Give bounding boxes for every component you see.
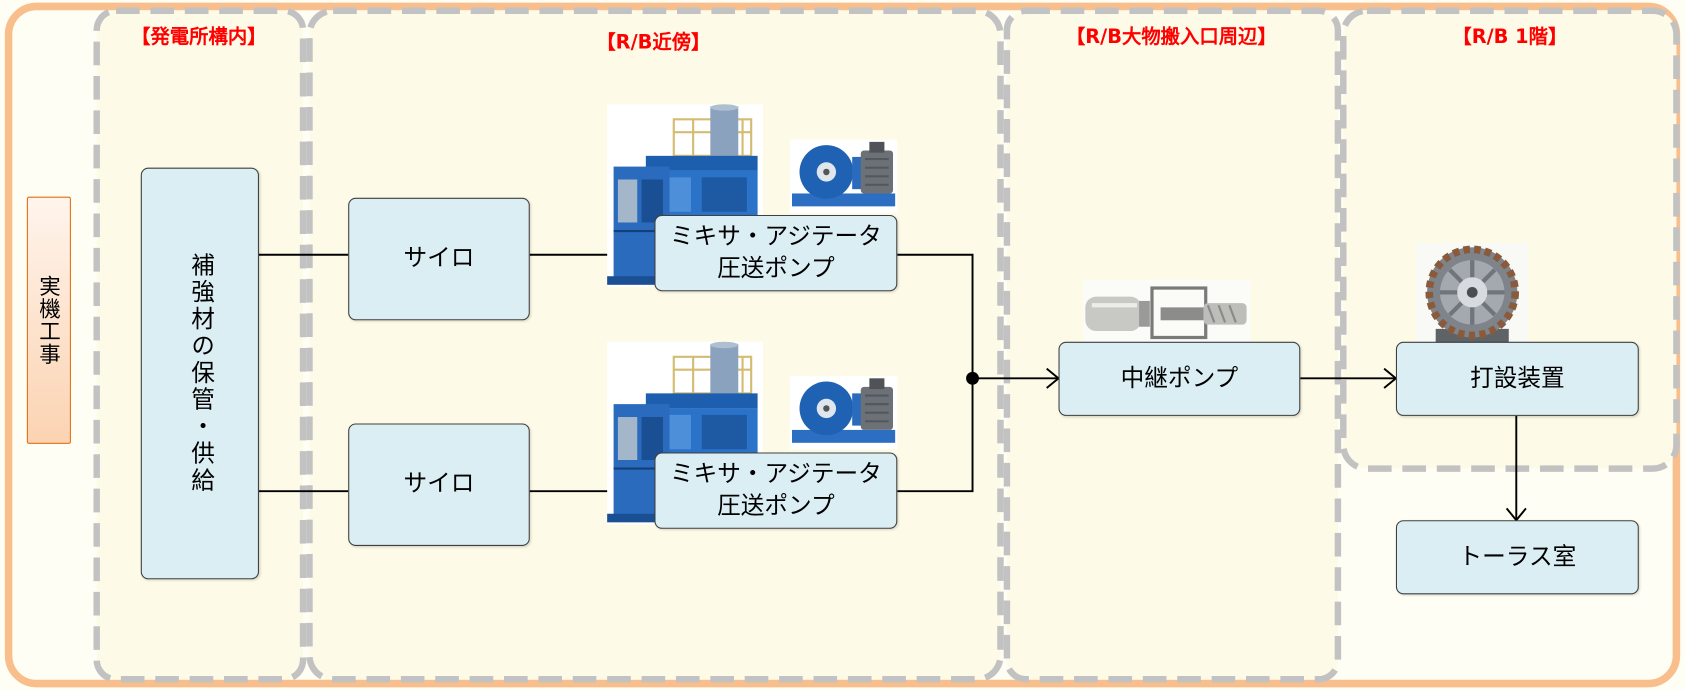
- node-torus-room: トーラス室: [1395, 520, 1639, 595]
- node-mixer-lower-line2: 圧送ポンプ: [717, 492, 835, 520]
- node-torus-room-label: トーラス室: [1458, 543, 1577, 571]
- node-supply: 補強材の保管・供給: [140, 167, 259, 580]
- node-mixer-upper: ミキサ・アジテータ 圧送ポンプ: [654, 214, 898, 292]
- zone-title-site: 【発電所構内】: [131, 25, 267, 49]
- casting-machine-photo: [1416, 242, 1529, 355]
- node-supply-label: 補強材の保管・供給: [186, 252, 214, 495]
- node-mixer-upper-line1: ミキサ・アジテータ: [669, 223, 882, 250]
- side-label-box: 実機工事: [26, 196, 71, 444]
- side-label-text: 実機工事: [35, 275, 62, 366]
- node-relay-pump: 中継ポンプ: [1058, 341, 1301, 416]
- zone-title-rb-first-floor: 【R/B 1階】: [1452, 25, 1568, 49]
- pressure-pump-photo: [789, 139, 898, 213]
- junction-dot: [966, 371, 979, 385]
- zone-title-rb-vicinity: 【R/B近傍】: [596, 31, 711, 54]
- node-mixer-lower: ミキサ・アジテータ 圧送ポンプ: [654, 452, 898, 529]
- node-silo-lower: サイロ: [348, 423, 530, 546]
- node-casting-unit-label: 打設装置: [1470, 364, 1565, 392]
- zone-title-rb-entrance: 【R/B大物搬入口周辺】: [1065, 25, 1277, 49]
- node-silo-upper-label: サイロ: [403, 245, 475, 272]
- node-silo-lower-label: サイロ: [403, 470, 475, 498]
- node-relay-pump-label: 中継ポンプ: [1120, 364, 1239, 392]
- node-silo-upper: サイロ: [348, 197, 530, 321]
- node-mixer-lower-line1: ミキサ・アジテータ: [669, 460, 882, 488]
- arrowhead-relay-pump: [1046, 367, 1061, 389]
- relay-pump-photo: [1083, 279, 1251, 347]
- pressure-pump-photo: [789, 376, 898, 450]
- node-casting-unit: 打設装置: [1395, 341, 1639, 416]
- arrowhead-casting-unit: [1383, 367, 1398, 389]
- node-mixer-upper-line2: 圧送ポンプ: [717, 255, 835, 283]
